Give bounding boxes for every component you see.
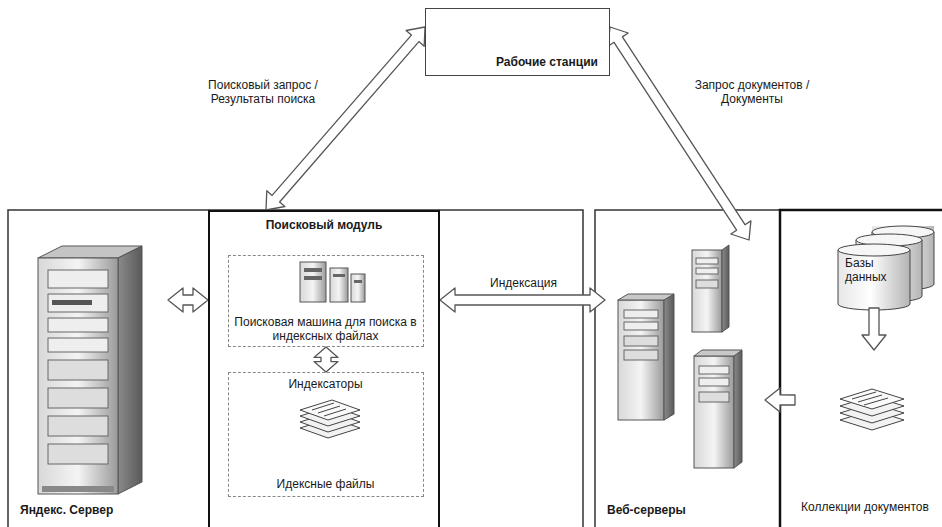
server-tower: [48, 294, 108, 312]
node-heading: Яндекс. Сервер: [20, 503, 166, 517]
block-arrow: [314, 347, 338, 372]
node-text: Индексаторы: [229, 377, 422, 391]
node-text: Коллекции документов: [795, 500, 935, 514]
web-server-towers: [618, 300, 664, 420]
web-server-towers: [734, 350, 742, 468]
web-server-towers: [699, 392, 729, 402]
server-tower: [48, 416, 108, 436]
document-stack: [864, 398, 888, 405]
server-tower: [48, 318, 108, 332]
web-server-towers: [696, 280, 718, 288]
document-stack: [840, 389, 904, 409]
block-arrow: [608, 27, 751, 240]
web-server-towers: [696, 268, 718, 274]
node-heading: Веб-серверы: [607, 503, 757, 517]
engine-box: Поисковая машина для поиска в индексных …: [228, 255, 424, 347]
database-cylinders: [838, 226, 934, 310]
workstations-box: Рабочие станции: [425, 8, 610, 76]
web-server-towers: [694, 350, 742, 356]
server-rack: [304, 268, 322, 272]
web-server-towers: [624, 350, 658, 360]
database-node: Базы данных: [835, 226, 935, 308]
server-tower: [48, 388, 108, 408]
node-text: Идексные файлы: [229, 477, 422, 491]
server-rack: [304, 276, 322, 280]
server-tower: [42, 486, 114, 492]
database-cylinders: [838, 244, 910, 256]
block-arrow: [440, 288, 605, 312]
web-server-towers: [692, 250, 722, 332]
block-arrow: [266, 27, 425, 210]
database-cylinders: [838, 250, 910, 310]
region-frame: [595, 210, 942, 527]
module-box: Поисковый модульПоисковая машина для пои…: [208, 210, 440, 527]
server-rack: [300, 262, 365, 302]
collection-node: Коллекции документов: [795, 350, 935, 520]
web-server-towers: [699, 378, 729, 386]
server-tower: [38, 246, 142, 494]
server-rack: [300, 262, 326, 302]
region-frame: [8, 210, 583, 527]
edge-label: Поисковый запрос / Результаты поиска: [196, 78, 330, 107]
server-tower: [48, 444, 108, 464]
web-server-towers: [722, 245, 729, 332]
web-server-towers: [624, 336, 658, 346]
server-tower: [48, 360, 108, 380]
web-server-towers: [618, 245, 742, 468]
server-rack: [330, 268, 348, 302]
server-tower: [118, 246, 142, 494]
server-rack: [351, 274, 365, 302]
web-server-towers: [624, 310, 658, 318]
web-server-node: Веб-серверы: [605, 240, 765, 525]
node-text: Базы данных: [845, 256, 905, 284]
region-frame: [780, 210, 942, 527]
server-tower: [52, 300, 92, 305]
web-server-towers: [694, 356, 734, 468]
document-stack: [840, 389, 904, 430]
node-heading: Поисковый модуль: [210, 218, 438, 232]
web-server-towers: [699, 366, 729, 374]
server-tower: [38, 258, 118, 494]
web-server-towers: [618, 294, 674, 300]
server-tower: [48, 338, 108, 352]
document-stack: [324, 409, 346, 416]
document-stack: [300, 400, 360, 420]
web-server-towers: [664, 294, 674, 420]
indexer-box: ИндексаторыИдексные файлы: [228, 372, 424, 497]
block-arrow: [862, 308, 886, 350]
document-stack: [300, 400, 360, 438]
server-tower: [48, 270, 108, 288]
server-rack: [354, 280, 362, 283]
edge-label: Индексация: [488, 276, 559, 290]
web-server-towers: [624, 322, 658, 330]
block-arrow: [765, 388, 795, 412]
node-heading: Рабочие станции: [496, 55, 606, 69]
web-server-towers: [696, 258, 718, 264]
region-frame: [8, 210, 942, 527]
server-node: Яндекс. Сервер: [18, 240, 168, 525]
server-rack: [333, 274, 345, 277]
edge-label: Запрос документов / Документы: [684, 78, 820, 107]
block-arrow: [168, 288, 208, 312]
node-text: Поисковая машина для поиска в индексных …: [231, 315, 420, 343]
